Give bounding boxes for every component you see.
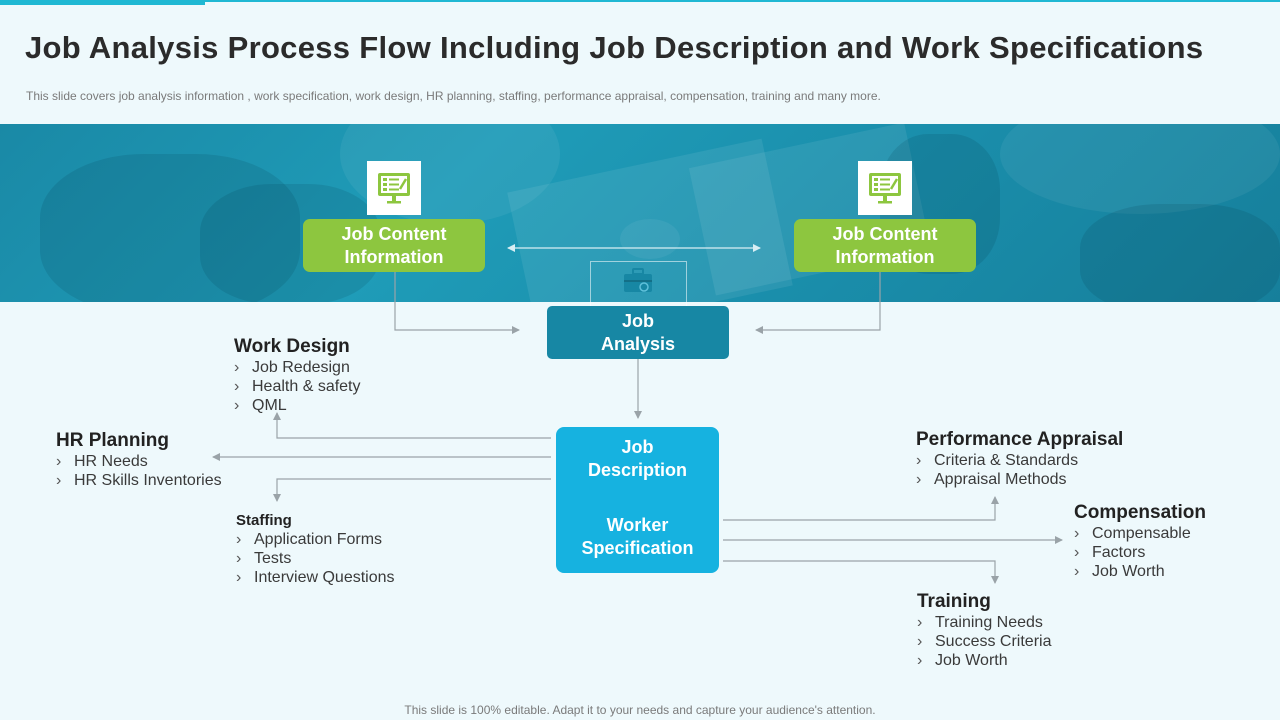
job-content-info-left: Job Content Information <box>303 219 485 272</box>
training-group: Training ›Training Needs ›Success Criter… <box>917 591 1051 670</box>
work-design-group: Work Design ›Job Redesign ›Health & safe… <box>234 336 361 415</box>
job-analysis-label: Job Analysis <box>600 310 676 354</box>
list-item: ›Tests <box>236 550 292 567</box>
list-item: ›Job Worth <box>1074 563 1165 580</box>
performance-appraisal-group: Performance Appraisal ›Criteria & Standa… <box>916 429 1123 489</box>
compensation-group: Compensation ›Compensable ›Factors ›Job … <box>1074 502 1206 581</box>
hr-planning-heading: HR Planning <box>56 430 169 451</box>
job-analysis-box: Job Analysis <box>547 306 729 359</box>
list-item: ›Job Redesign <box>234 359 350 376</box>
list-item: ›Appraisal Methods <box>916 471 1067 488</box>
slide-title: Job Analysis Process Flow Including Job … <box>25 30 1204 65</box>
monitor-checklist-icon <box>858 161 912 215</box>
list-item: ›Interview Questions <box>236 569 395 586</box>
list-item: ›HR Needs <box>56 453 148 470</box>
monitor-checklist-icon <box>367 161 421 215</box>
staffing-heading: Staffing <box>236 512 292 529</box>
performance-appraisal-heading: Performance Appraisal <box>916 429 1124 450</box>
top-rule <box>0 0 1280 2</box>
work-design-heading: Work Design <box>234 336 350 357</box>
list-item: ›Health & safety <box>234 378 361 395</box>
training-heading: Training <box>917 591 991 612</box>
list-item: ›HR Skills Inventories <box>56 472 222 489</box>
briefcase-icon <box>622 267 654 300</box>
job-content-info-right: Job Content Information <box>794 219 976 272</box>
footer-note: This slide is 100% editable. Adapt it to… <box>404 703 876 717</box>
list-item: ›Training Needs <box>917 614 1043 631</box>
worker-specification-label: Worker Specification <box>581 515 694 558</box>
staffing-group: Staffing ›Application Forms ›Tests ›Inte… <box>236 512 395 587</box>
hr-planning-group: HR Planning ›HR Needs ›HR Skills Invento… <box>56 430 222 490</box>
list-item: ›Success Criteria <box>917 633 1052 650</box>
compensation-heading: Compensation <box>1074 502 1206 523</box>
top-accent-bar <box>0 0 205 5</box>
list-item: ›Criteria & Standards <box>916 452 1079 469</box>
list-item: ›Application Forms <box>236 531 383 548</box>
list-item: ›Factors <box>1074 544 1146 561</box>
job-description-label: Job Description <box>587 437 688 480</box>
list-item: ›QML <box>234 397 287 414</box>
job-description-box: Job Description Worker Specification <box>556 427 719 573</box>
slide-subtitle: This slide covers job analysis informati… <box>26 89 881 103</box>
list-item: ›Job Worth <box>917 652 1008 669</box>
list-item: ›Compensable <box>1074 525 1191 542</box>
